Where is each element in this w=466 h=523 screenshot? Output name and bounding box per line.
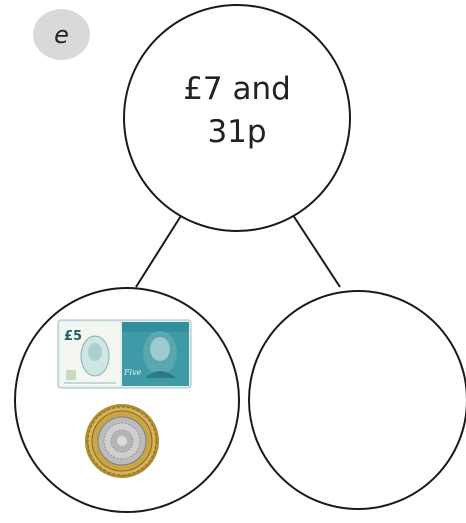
whole-value-line1: £7 and xyxy=(183,71,291,107)
five-pound-note-image: £5 Five xyxy=(57,319,192,389)
whole-value-line2: 31p xyxy=(207,114,267,150)
banknote-word: Five xyxy=(123,368,142,377)
question-label-badge: e xyxy=(33,9,90,60)
banknote-numeral: £5 xyxy=(64,329,82,344)
question-label: e xyxy=(54,20,69,49)
whole-circle xyxy=(123,4,351,232)
two-pound-coin-image xyxy=(85,404,159,478)
connector-left xyxy=(135,210,185,288)
whole-value: £7 and 31p xyxy=(127,68,347,154)
connector-right xyxy=(286,205,341,288)
part-circle-right xyxy=(248,290,466,510)
